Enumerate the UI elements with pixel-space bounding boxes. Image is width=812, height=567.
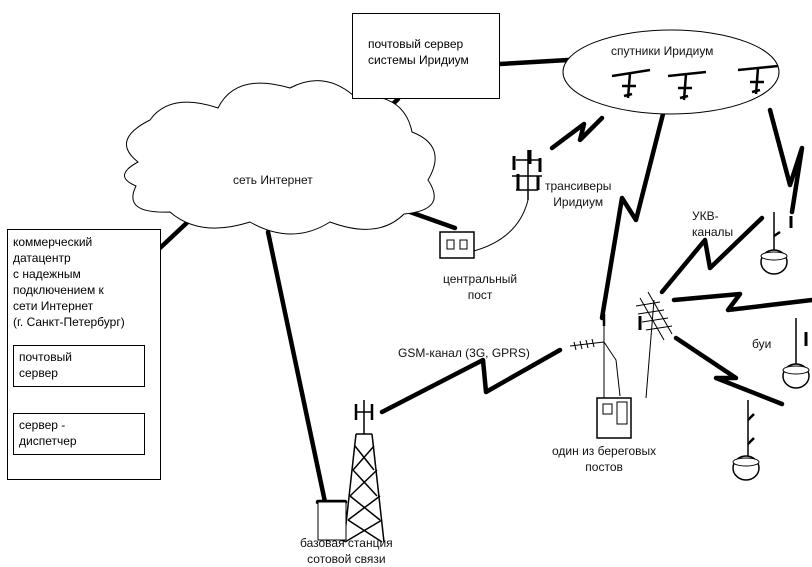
vhf-antenna-array-icon xyxy=(635,291,673,341)
dc-dispatcher-box xyxy=(13,413,145,455)
gsm-channel-label: GSM-канал (3G, GPRS) xyxy=(398,346,530,360)
gsm-antenna-icon xyxy=(569,338,605,351)
satellite-icon xyxy=(611,68,651,99)
link-internet-centralpost xyxy=(407,209,458,231)
dc-mail-server-label: почтовый сервер xyxy=(19,350,72,380)
buoy-icon xyxy=(782,318,810,389)
satellite-icon xyxy=(737,64,779,95)
mail-server-box xyxy=(352,13,500,99)
mail-server-label: почтовый сервер системы Иридиум xyxy=(368,37,469,67)
satellites-label: спутники Иридиум xyxy=(611,44,714,58)
coastal-post-label: один из береговых постов xyxy=(552,444,657,474)
link-iridium-buoy-a xyxy=(767,107,805,215)
dc-mail-server-box xyxy=(13,345,145,387)
base-station-building xyxy=(317,501,347,541)
link-mailserver-satellites xyxy=(497,57,571,67)
central-post-label: центральный пост xyxy=(443,272,518,302)
link-vhf-3 xyxy=(673,335,785,407)
vhf-channels-label: УКВ- каналы xyxy=(692,209,734,239)
link-internet-basestation xyxy=(265,229,328,505)
cable-coastal-gsm-antenna xyxy=(603,341,621,397)
central-post-icon xyxy=(439,231,475,259)
cell-tower-icon xyxy=(343,400,385,543)
link-iridium-coastal xyxy=(599,107,667,321)
base-station-label: базовая станция сотовой связи xyxy=(300,536,393,566)
satellite-icon xyxy=(667,70,707,101)
link-vhf-2 xyxy=(671,291,812,313)
coastal-post-icon xyxy=(596,397,632,439)
transceivers-antenna-icon xyxy=(512,150,542,200)
satellites-ellipse xyxy=(562,29,780,115)
transceivers-label: трансиверы Иридиум xyxy=(545,179,612,209)
link-vhf-1 xyxy=(659,215,765,295)
link-gsm xyxy=(379,347,563,415)
dc-dispatcher-label: сервер - диспетчер xyxy=(19,418,77,448)
datacenter-label: коммерческий датацентр с надежным подклю… xyxy=(13,235,125,329)
link-iridium-transceivers xyxy=(549,115,605,151)
buoys-label: буи xyxy=(752,337,772,351)
internet-label: сеть Интернет xyxy=(233,173,313,187)
buoy-icon xyxy=(760,212,793,275)
cable-coastal-vhf-mast xyxy=(645,299,655,399)
internet-cloud xyxy=(124,80,436,235)
buoy-icon xyxy=(732,400,760,481)
cable-transceivers-centralpost xyxy=(469,199,529,253)
